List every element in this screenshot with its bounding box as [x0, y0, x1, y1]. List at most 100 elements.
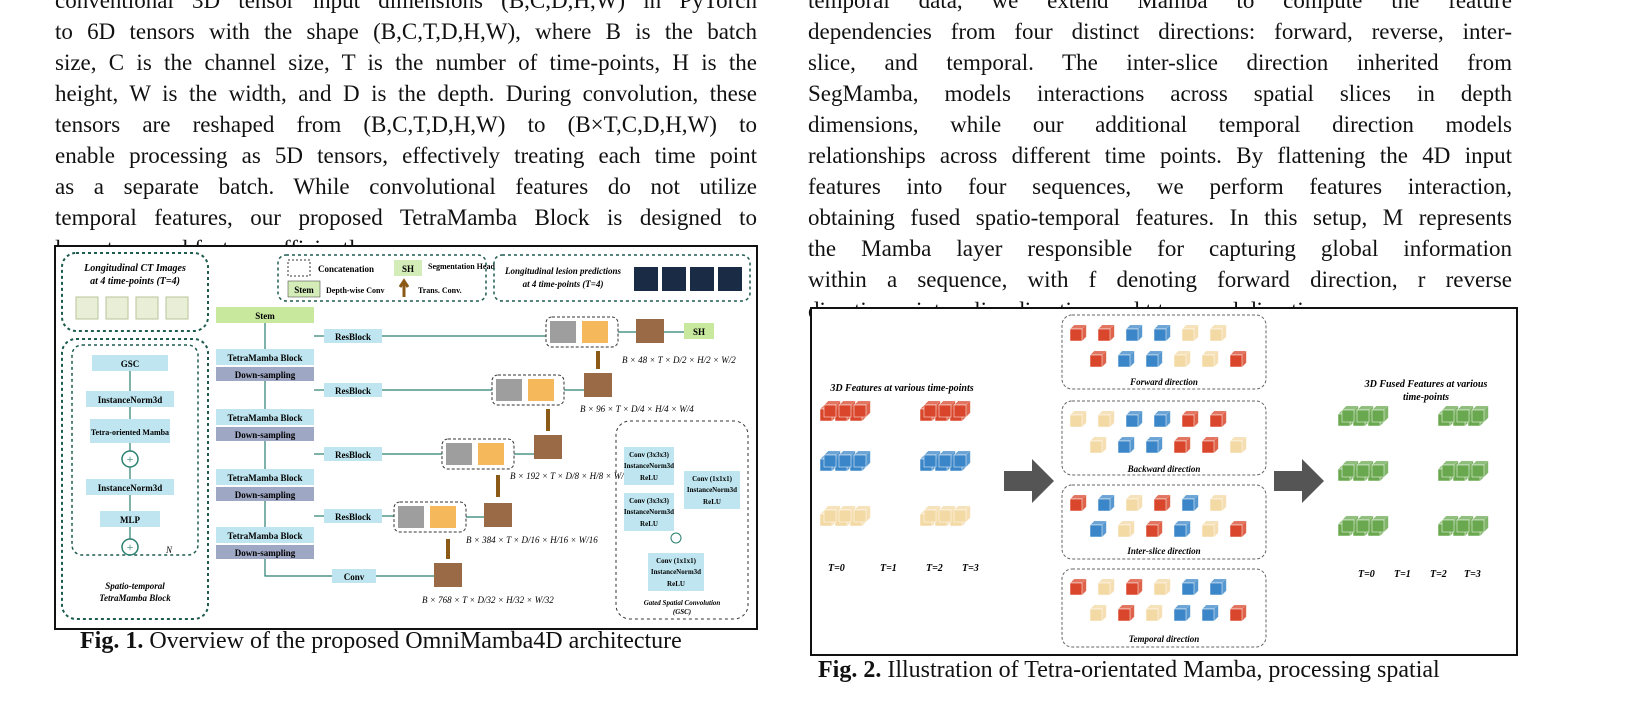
legend-box: [277, 254, 487, 302]
direction-box: [1061, 484, 1267, 560]
svg-text:Conv (3x3x3): Conv (3x3x3): [629, 497, 670, 505]
svg-text:ReLU: ReLU: [703, 498, 721, 506]
cube: [1341, 515, 1359, 533]
cube: [1229, 436, 1247, 454]
svg-text:(GSC): (GSC): [673, 608, 691, 616]
legend-stem: Stem: [294, 285, 314, 295]
cube: [938, 450, 956, 468]
fig2-caption: Fig. 2. Illustration of Tetra-orientated…: [818, 657, 1440, 684]
cube: [1117, 436, 1135, 454]
svg-text:+: +: [127, 452, 134, 466]
cube: [823, 400, 841, 418]
svg-text:B × 48 × T × D/2 × H/2 × W/2: B × 48 × T × D/2 × H/2 × W/2: [622, 355, 736, 365]
cube: [1181, 324, 1199, 342]
svg-text:ReLU: ReLU: [640, 474, 658, 482]
cube: [1173, 436, 1191, 454]
cube: [1145, 436, 1163, 454]
cube: [1069, 324, 1087, 342]
gsc-detail: [615, 420, 749, 620]
arrow-right-icon: [1004, 459, 1054, 503]
stem-block: [216, 307, 314, 323]
svg-text:Down-sampling: Down-sampling: [235, 430, 296, 440]
svg-text:ResBlock: ResBlock: [335, 332, 371, 342]
svg-text:ResBlock: ResBlock: [335, 386, 371, 396]
cube: [1456, 405, 1474, 423]
svg-text:TetraMamba Block: TetraMamba Block: [228, 531, 303, 541]
cube: [838, 505, 856, 523]
svg-text:Conv (1x1x1): Conv (1x1x1): [656, 557, 697, 565]
text-line: relationships across different time poin…: [808, 143, 1512, 168]
cube: [1229, 350, 1247, 368]
direction-panels: [1061, 314, 1267, 648]
svg-text:ResBlock: ResBlock: [335, 450, 371, 460]
svg-text:Down-sampling: Down-sampling: [235, 548, 296, 558]
cube: [1153, 410, 1171, 428]
text-line: dependencies from four distinct directio…: [808, 19, 1512, 44]
cube: [1145, 604, 1163, 622]
figure-2: 3D Features at various time-points 3D Fu…: [810, 307, 1518, 656]
cube: [953, 450, 971, 468]
cube: [923, 450, 941, 468]
cube: [1356, 460, 1374, 478]
block-title: Spatio-temporal: [105, 581, 165, 591]
fig1-caption-text: Overview of the proposed OmniMamba4D arc…: [143, 628, 682, 654]
cube: [1145, 350, 1163, 368]
block-label: GSC: [121, 359, 140, 369]
cube: [1089, 350, 1107, 368]
legend-seg-head: Segmentation Head: [428, 262, 495, 271]
cube: [1125, 410, 1143, 428]
cube: [1173, 520, 1191, 538]
svg-text:B × 96 × T × D/4 × H/4 × W/4: B × 96 × T × D/4 × H/4 × W/4: [580, 404, 694, 414]
cube: [823, 505, 841, 523]
svg-text:Conv (3x3x3): Conv (3x3x3): [629, 451, 670, 459]
cube: [1097, 410, 1115, 428]
cube: [1117, 350, 1135, 368]
cube: [838, 400, 856, 418]
cube: [938, 400, 956, 418]
input-volumes: [75, 296, 189, 320]
encoder-stages: TetraMamba Block Down-sampling TetraMamb…: [216, 349, 314, 559]
right-paragraph: temporal data, we extend Mamba to comput…: [808, 0, 1512, 326]
cube: [1341, 405, 1359, 423]
svg-text:Down-sampling: Down-sampling: [235, 370, 296, 380]
cube: [838, 450, 856, 468]
cube: [853, 400, 871, 418]
svg-text:+: +: [127, 540, 134, 554]
norm-block: [86, 479, 174, 495]
left-paragraph: conventional 3D tensor input dimensions …: [55, 0, 757, 264]
text-line: features into four sequences, we perform…: [808, 174, 1512, 199]
cube: [1201, 350, 1219, 368]
text-line: dimensions, while our additional tempora…: [808, 112, 1512, 137]
stem-swatch: [287, 280, 321, 298]
cube: [1201, 436, 1219, 454]
block-label: MLP: [120, 515, 140, 525]
cube: [1471, 460, 1489, 478]
fig1-caption-label: Fig. 1.: [80, 628, 144, 654]
cube: [953, 400, 971, 418]
trans-arrow-swatch: [398, 278, 410, 297]
cube: [1125, 494, 1143, 512]
legend-dwconv: Depth-wise Conv: [326, 286, 384, 295]
cube: [1181, 494, 1199, 512]
input-box: [61, 252, 209, 332]
add-icon: [670, 532, 682, 544]
cube: [923, 400, 941, 418]
text-line: tensors are reshaped from (B,C,T,D,H,W) …: [55, 112, 757, 137]
tetramamba-block-detail: [61, 338, 209, 620]
cube: [1069, 410, 1087, 428]
cube: [1209, 324, 1227, 342]
cube: [1089, 520, 1107, 538]
svg-text:InstanceNorm3d: InstanceNorm3d: [624, 508, 674, 516]
cube: [1069, 578, 1087, 596]
cube: [1089, 436, 1107, 454]
cube: [1471, 515, 1489, 533]
fig2-diagram: 3D Features at various time-points 3D Fu…: [819, 314, 1489, 648]
svg-text:InstanceNorm3d: InstanceNorm3d: [624, 462, 674, 470]
cube: [1209, 410, 1227, 428]
fig1-caption: Fig. 1. Overview of the proposed OmniMam…: [80, 628, 682, 655]
svg-text:Forward direction: Forward direction: [1129, 377, 1198, 387]
direction-box: [1061, 314, 1267, 390]
svg-text:Down-sampling: Down-sampling: [235, 490, 296, 500]
cube: [1209, 578, 1227, 596]
